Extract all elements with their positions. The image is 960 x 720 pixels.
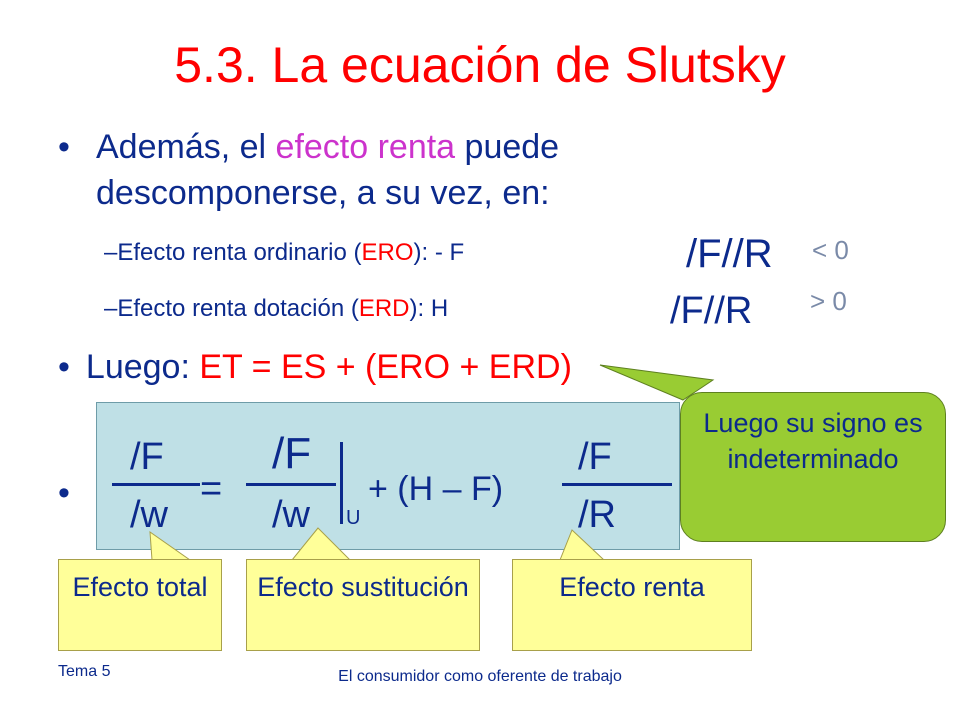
compensated-bar (340, 442, 343, 524)
rhs-fraction-line (562, 483, 672, 486)
callout-efecto-sustitucion: Efecto sustitución (246, 559, 480, 651)
slutsky-equation-box (96, 402, 680, 550)
highlight-efecto-renta: efecto renta (275, 128, 456, 166)
plus-endowment-term: + (H – F) (368, 470, 504, 508)
rhs-numerator: /F (578, 436, 612, 478)
rhs-denominator: /R (578, 494, 616, 536)
total-callout-pointer (149, 530, 192, 561)
equals-sign: = (200, 468, 223, 510)
sign-erd: > 0 (810, 286, 847, 316)
mid-subscript-u: U (346, 507, 361, 529)
green-callout-pointer (599, 364, 715, 401)
sustitucion-callout-pointer (290, 527, 352, 561)
mid-fraction-line (246, 483, 336, 486)
lhs-numerator: /F (130, 436, 164, 478)
callout-efecto-renta: Efecto renta (512, 559, 752, 651)
bullet-text: Además, el efecto renta puede descompone… (96, 128, 560, 212)
footer-topic: Tema 5 (58, 663, 111, 680)
callout-efecto-total: Efecto total (58, 559, 222, 651)
callout-signo-indeterminado: Luego su signo es indeterminado (680, 392, 946, 542)
lhs-fraction-line (112, 483, 200, 486)
sub-bullet-erd: –Efecto renta dotación (ERD): H (104, 295, 449, 322)
bullet-luego: •Luego: ET = ES + (ERO + ERD) (58, 348, 572, 386)
sign-ero: < 0 (812, 235, 849, 265)
formula-et: ET = ES + (ERO + ERD) (199, 348, 572, 386)
deriv-erd: /F//R (670, 290, 753, 332)
mid-denominator: /w (272, 494, 310, 536)
bullet-dot: • (58, 128, 70, 166)
deriv-ero: /F//R (686, 232, 773, 276)
mid-numerator: /F (272, 429, 312, 478)
sub-bullet-ero: –Efecto renta ordinario (ERO): - F (104, 239, 465, 266)
slide-title: 5.3. La ecuación de Slutsky (174, 37, 786, 93)
renta-callout-pointer (559, 529, 606, 561)
bullet-equation-dot: • (58, 474, 70, 512)
footer-title: El consumidor como oferente de trabajo (338, 668, 622, 685)
lhs-denominator: /w (130, 494, 168, 536)
